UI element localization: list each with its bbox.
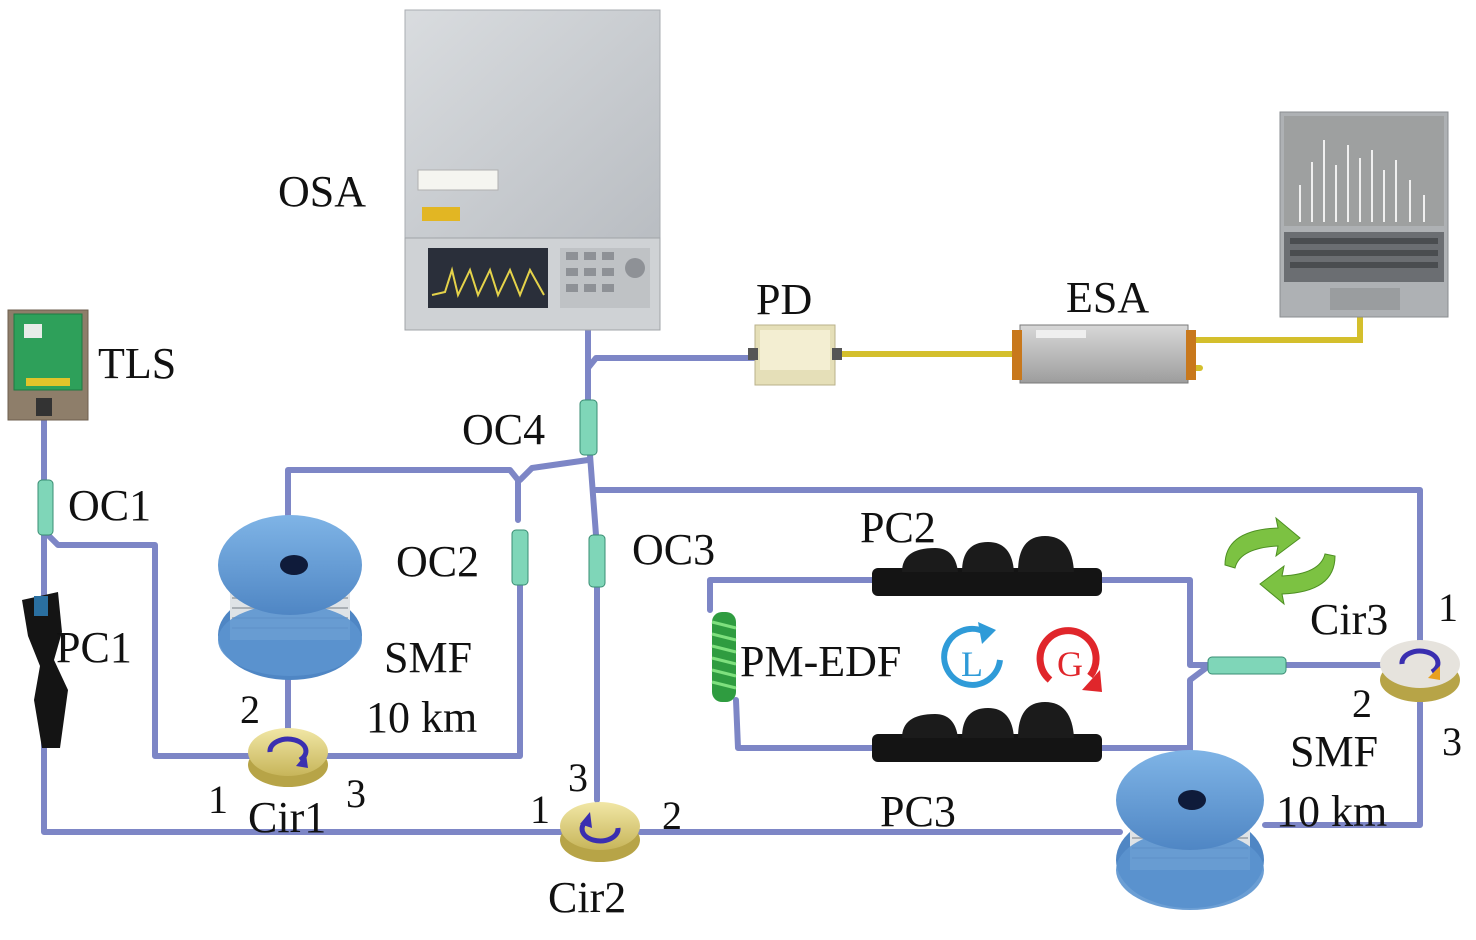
- oc4-label: OC4: [462, 405, 546, 454]
- cir2-circulator: [560, 802, 640, 862]
- pm-edf-label: PM-EDF: [740, 637, 902, 686]
- g-badge-text: G: [1057, 644, 1083, 684]
- fiber-network: [41, 307, 1423, 835]
- cir1-port-1: 1: [208, 777, 228, 822]
- cir1-port-2: 2: [240, 687, 260, 732]
- cir3-circulator: [1380, 640, 1460, 702]
- cir1-label: Cir1: [248, 793, 327, 842]
- pc3-label: PC3: [880, 787, 956, 836]
- laptop-display: [1279, 111, 1449, 318]
- tls-source: [7, 309, 89, 421]
- l-badge-text: L: [961, 644, 983, 684]
- cir1-circulator: [248, 728, 328, 787]
- pm-edf-coil: [711, 612, 737, 702]
- pc2-label: PC2: [860, 503, 936, 552]
- cir2-port-3: 3: [568, 755, 588, 800]
- pc3-controller: [872, 702, 1102, 762]
- smf-spool-top: [218, 515, 362, 680]
- g-badge-icon: G: [1036, 627, 1102, 692]
- pd-label: PD: [756, 275, 813, 324]
- esa-label: ESA: [1066, 273, 1150, 322]
- sagnac-coupler: [1207, 656, 1287, 675]
- cir1-port-3: 3: [346, 771, 366, 816]
- cir3-port-3: 3: [1442, 719, 1462, 764]
- pc1-controller: [22, 592, 68, 748]
- cir3-label: Cir3: [1310, 595, 1389, 644]
- cir3-port-2: 2: [1352, 681, 1372, 726]
- smf-top-label: SMF: [384, 633, 473, 682]
- smf-bottom-length: 10 km: [1276, 787, 1388, 836]
- esa-instrument: [1012, 324, 1196, 384]
- pc2-controller: [872, 536, 1102, 596]
- osa-instrument: [404, 9, 661, 331]
- smf-top-length: 10 km: [366, 693, 478, 742]
- smf-bottom-label: SMF: [1290, 727, 1379, 776]
- oc4-coupler: [579, 399, 598, 456]
- tls-label: TLS: [98, 339, 177, 388]
- photodetector: [748, 324, 842, 386]
- cycle-arrows-icon: [1224, 516, 1336, 606]
- smf-spool-bottom: [1116, 750, 1264, 910]
- cir3-port-1: 1: [1438, 585, 1458, 630]
- oc1-label: OC1: [68, 481, 152, 530]
- pc1-label: PC1: [56, 623, 132, 672]
- oc2-label: OC2: [396, 537, 480, 586]
- l-badge-icon: L: [941, 622, 1003, 688]
- cir2-port-1: 1: [530, 787, 550, 832]
- oc1-coupler: [37, 479, 54, 536]
- osa-label: OSA: [278, 167, 367, 216]
- oc2-coupler: [511, 529, 529, 586]
- cir2-port-2: 2: [662, 793, 682, 838]
- oc3-label: OC3: [632, 525, 716, 574]
- cir2-label: Cir2: [548, 873, 627, 922]
- oc3-coupler: [588, 534, 606, 588]
